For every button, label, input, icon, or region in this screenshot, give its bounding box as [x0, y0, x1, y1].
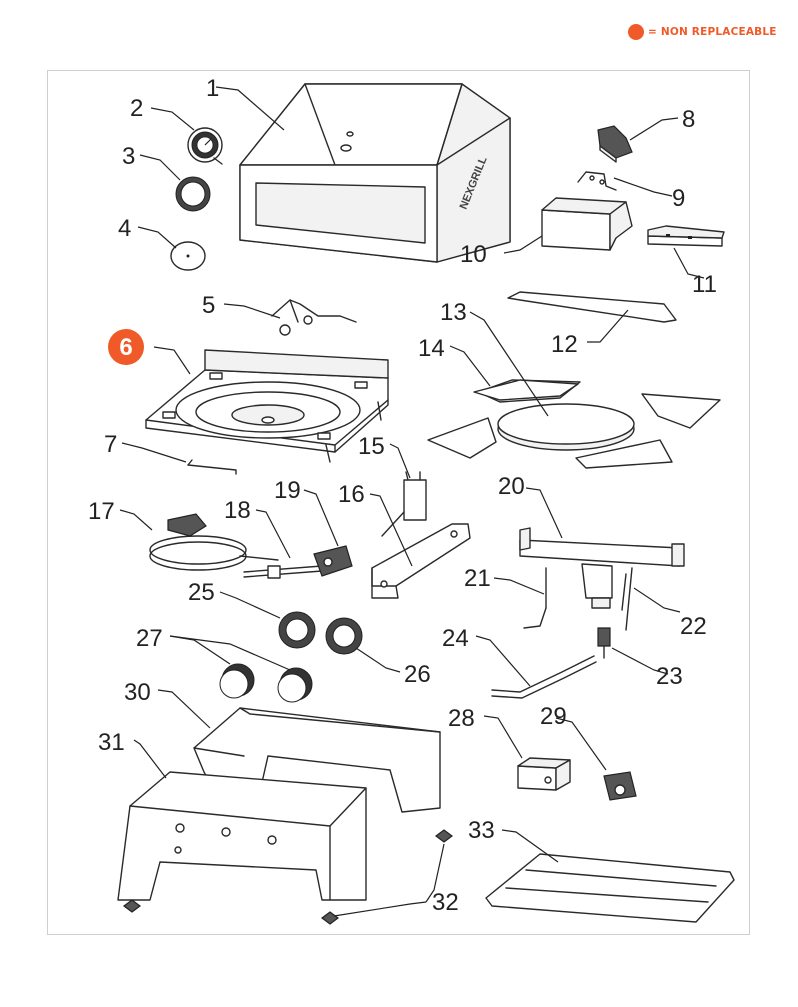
part-22-electrode[interactable]	[621, 567, 633, 631]
part-number-21: 21	[464, 565, 491, 592]
part-19-valve[interactable]	[313, 545, 353, 577]
part-9-bracket[interactable]	[577, 171, 617, 191]
part-number-1: 1	[206, 75, 219, 102]
part-number-14: 14	[418, 335, 445, 362]
part-number-7: 7	[104, 431, 117, 458]
part-number-25: 25	[188, 579, 215, 606]
part-number-4: 4	[118, 215, 131, 242]
part-number-15: 15	[358, 433, 385, 460]
part-26-knob-bezel[interactable]	[325, 617, 363, 655]
part-number-11: 11	[692, 271, 717, 298]
part-32-feet[interactable]	[123, 829, 453, 925]
part-14-stone-supports[interactable]	[427, 379, 721, 469]
part-number-23: 23	[656, 663, 683, 690]
leader-lines	[119, 86, 705, 917]
part-4-gasket[interactable]	[170, 241, 206, 271]
part-5-bracket[interactable]	[271, 299, 357, 336]
part-16-control-bracket[interactable]	[371, 523, 471, 599]
part-1-oven-dome[interactable]: NEXGRILL	[239, 83, 511, 263]
part-25-knob-bezel[interactable]	[278, 611, 316, 649]
part-20-burner[interactable]	[519, 527, 685, 609]
part-number-8: 8	[682, 106, 695, 133]
part-31-lower-legs[interactable]	[117, 771, 367, 901]
part-number-20: 20	[498, 473, 525, 500]
part-10-box-cover[interactable]	[541, 197, 633, 251]
part-number-32: 32	[432, 889, 459, 916]
part-2-thermometer[interactable]	[187, 127, 223, 165]
part-number-13: 13	[440, 299, 467, 326]
part-number-33: 33	[468, 817, 495, 844]
non-replaceable-marker-icon	[628, 24, 644, 40]
part-number-6: 6	[119, 334, 132, 361]
part-number-24: 24	[442, 625, 469, 652]
part-28-battery-box[interactable]	[517, 757, 571, 791]
part-number-19: 19	[274, 477, 301, 504]
part-number-29: 29	[540, 703, 567, 730]
legend-text: = NON REPLACEABLE	[648, 26, 777, 38]
part-24-gas-tube[interactable]	[491, 655, 597, 699]
legend: = NON REPLACEABLE	[628, 22, 777, 42]
part-18-manifold[interactable]	[243, 565, 323, 579]
part-6-base-tray[interactable]	[145, 349, 389, 463]
part-number-30: 30	[124, 679, 151, 706]
part-number-3: 3	[122, 143, 135, 170]
part-number-9: 9	[672, 185, 685, 212]
part-number-10: 10	[460, 241, 487, 268]
part-8-igniter-module[interactable]	[597, 125, 633, 163]
part-number-22: 22	[680, 613, 707, 640]
part-11-bracket-plate[interactable]	[647, 225, 725, 247]
part-number-28: 28	[448, 705, 475, 732]
part-27-control-knobs[interactable]	[219, 663, 313, 703]
part-number-16: 16	[338, 481, 365, 508]
part-17-hose-regulator[interactable]	[149, 513, 279, 571]
part-number-31: 31	[98, 729, 125, 756]
part-15-valve-bracket[interactable]	[381, 471, 427, 537]
part-number-26: 26	[404, 661, 431, 688]
part-number-18: 18	[224, 497, 251, 524]
part-33-grease-tray[interactable]	[485, 853, 735, 923]
part-23-orifice[interactable]	[597, 627, 611, 659]
part-29-igniter[interactable]	[603, 771, 637, 801]
non-replaceable-callout-icon	[108, 329, 144, 365]
part-number-5: 5	[202, 292, 215, 319]
part-number-2: 2	[130, 95, 143, 122]
part-12-heat-deflector[interactable]	[507, 291, 677, 323]
part-number-labels: 1 2 3 4 5 7 8 9 10 11 12 13 14 15 16 17 …	[88, 75, 717, 916]
part-3-thermometer-bezel[interactable]	[175, 176, 211, 212]
part-number-27: 27	[136, 625, 163, 652]
part-number-17: 17	[88, 498, 115, 525]
part-13-pizza-stone[interactable]	[497, 403, 635, 451]
part-number-12: 12	[551, 331, 578, 358]
diagram-frame	[47, 70, 750, 935]
part-21-thermocouple[interactable]	[523, 567, 547, 629]
part-7-clip-bar[interactable]	[187, 459, 237, 475]
